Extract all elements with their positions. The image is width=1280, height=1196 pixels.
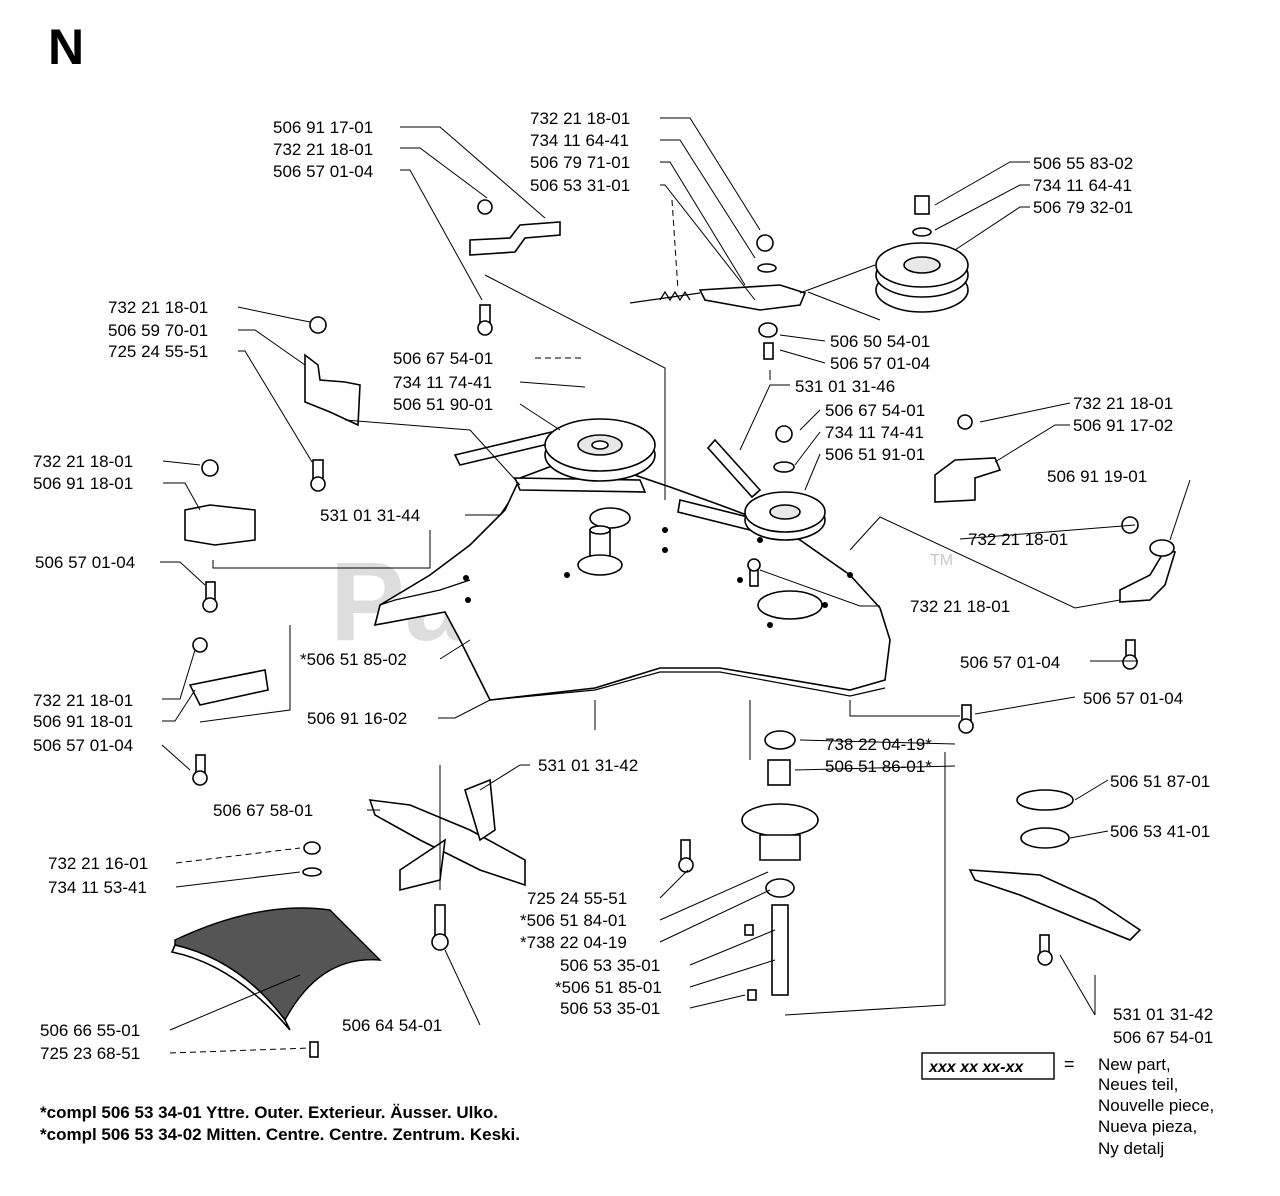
callout: *506 51 85-02 <box>300 650 407 669</box>
drive-belts <box>453 429 762 533</box>
callout: 506 79 32-01 <box>1033 198 1133 217</box>
legend-line: Ny detalj <box>1098 1139 1164 1158</box>
callout: 506 66 55-01 <box>40 1021 140 1040</box>
callout: 506 59 70-01 <box>108 321 208 340</box>
callout: 506 67 58-01 <box>213 801 313 820</box>
section-letter: N <box>48 19 84 75</box>
footnote-centre: *compl 506 53 34-02 Mitten. Centre. Cent… <box>40 1125 520 1144</box>
legend-line: New part, <box>1098 1055 1171 1074</box>
bracket-upper-left <box>304 316 361 492</box>
legend-box-text: xxx xx xx-xx <box>928 1059 1024 1076</box>
callout: 732 21 18-01 <box>530 109 630 128</box>
legend-line: Neues teil, <box>1098 1075 1178 1094</box>
left-pulley <box>544 418 656 576</box>
callout: 506 53 35-01 <box>560 999 660 1018</box>
callout: 506 53 35-01 <box>560 956 660 975</box>
callout: 506 51 86-01* <box>825 757 932 776</box>
callout: 732 21 16-01 <box>48 854 148 873</box>
legend-equals: = <box>1064 1054 1075 1074</box>
callout: 732 21 18-01 <box>108 298 208 317</box>
callout: 725 24 55-51 <box>108 342 208 361</box>
callout: 506 91 17-01 <box>273 118 373 137</box>
callout: 506 79 71-01 <box>530 153 630 172</box>
callout: 506 55 83-02 <box>1033 154 1133 173</box>
callout: 506 57 01-04 <box>1083 689 1183 708</box>
footnotes: *compl 506 53 34-01 Yttre. Outer. Exteri… <box>40 1103 520 1144</box>
callout: 506 57 01-04 <box>830 354 930 373</box>
bolt-right-deck <box>747 558 974 734</box>
callout: 732 21 18-01 <box>968 530 1068 549</box>
footnote-outer: *compl 506 53 34-01 Yttre. Outer. Exteri… <box>40 1103 498 1122</box>
callout: 738 22 04-19* <box>825 735 932 754</box>
callout: 734 11 64-41 <box>1033 176 1132 195</box>
callout: 732 21 18-01 <box>273 140 373 159</box>
leader-lines <box>160 117 1191 1054</box>
callout: 506 91 18-01 <box>33 712 133 731</box>
callout: *506 51 84-01 <box>520 911 627 930</box>
callout: 506 57 01-04 <box>960 653 1060 672</box>
callout: 734 11 74-41 <box>393 373 492 392</box>
callout: 506 53 31-01 <box>530 176 630 195</box>
spindle-assembly <box>678 730 819 1001</box>
right-pulley <box>744 425 826 541</box>
bracket-far-right <box>1119 516 1177 670</box>
callout: 725 23 68-51 <box>40 1044 140 1063</box>
callout: 531 01 31-42 <box>538 756 638 775</box>
callout: 506 67 54-01 <box>393 349 493 368</box>
discharge-chute <box>170 907 382 1058</box>
bracket-lower-left <box>188 637 269 786</box>
callout: 506 51 87-01 <box>1110 772 1210 791</box>
callout: 732 21 18-01 <box>33 691 133 710</box>
tension-arm <box>629 234 807 360</box>
callout: 506 91 18-01 <box>33 474 133 493</box>
callout: 734 11 64-41 <box>530 131 629 150</box>
callout: 506 91 19-01 <box>1047 467 1147 486</box>
top-right-pulley <box>875 195 969 313</box>
callout: 506 50 54-01 <box>830 332 930 351</box>
watermark-trademark: TM <box>930 552 953 569</box>
callout: 732 21 18-01 <box>1073 394 1173 413</box>
callout: 506 91 17-02 <box>1073 416 1173 435</box>
callout: 725 24 55-51 <box>527 889 627 908</box>
right-blade <box>968 789 1142 966</box>
callout: 732 21 18-01 <box>910 597 1010 616</box>
callout: 734 11 74-41 <box>825 423 924 442</box>
bracket-right <box>934 414 1002 503</box>
callout: 531 01 31-44 <box>320 506 420 525</box>
callout: 734 11 53-41 <box>48 878 147 897</box>
new-part-legend: xxx xx xx-xx = New part, Neues teil, Nou… <box>921 1052 1214 1158</box>
callout: 506 91 16-02 <box>307 709 407 728</box>
callout: 506 67 54-01 <box>1113 1028 1213 1047</box>
callout: 732 21 18-01 <box>33 452 133 471</box>
legend-line: Nueva pieza, <box>1098 1117 1197 1136</box>
legend-line: Nouvelle piece, <box>1098 1096 1214 1115</box>
bracket-left <box>184 459 256 613</box>
callout: 506 57 01-04 <box>33 736 133 755</box>
callout: *738 22 04-19 <box>520 933 627 952</box>
callout: 506 51 90-01 <box>393 395 493 414</box>
callout: 506 57 01-04 <box>35 553 135 572</box>
legend-box <box>921 1052 1055 1080</box>
left-blade <box>302 778 526 951</box>
callout-labels: 506 91 17-01 732 21 18-01 506 57 01-04 7… <box>33 109 1213 1063</box>
bracket-top-center <box>469 199 561 336</box>
callout: 506 67 54-01 <box>825 401 925 420</box>
callout: 531 01 31-46 <box>795 377 895 396</box>
callout: 506 53 41-01 <box>1110 822 1210 841</box>
callout: 531 01 31-42 <box>1113 1005 1213 1024</box>
callout: 506 64 54-01 <box>342 1016 442 1035</box>
callout: *506 51 85-01 <box>555 978 662 997</box>
callout: 506 57 01-04 <box>273 162 373 181</box>
callout: 506 51 91-01 <box>825 445 925 464</box>
